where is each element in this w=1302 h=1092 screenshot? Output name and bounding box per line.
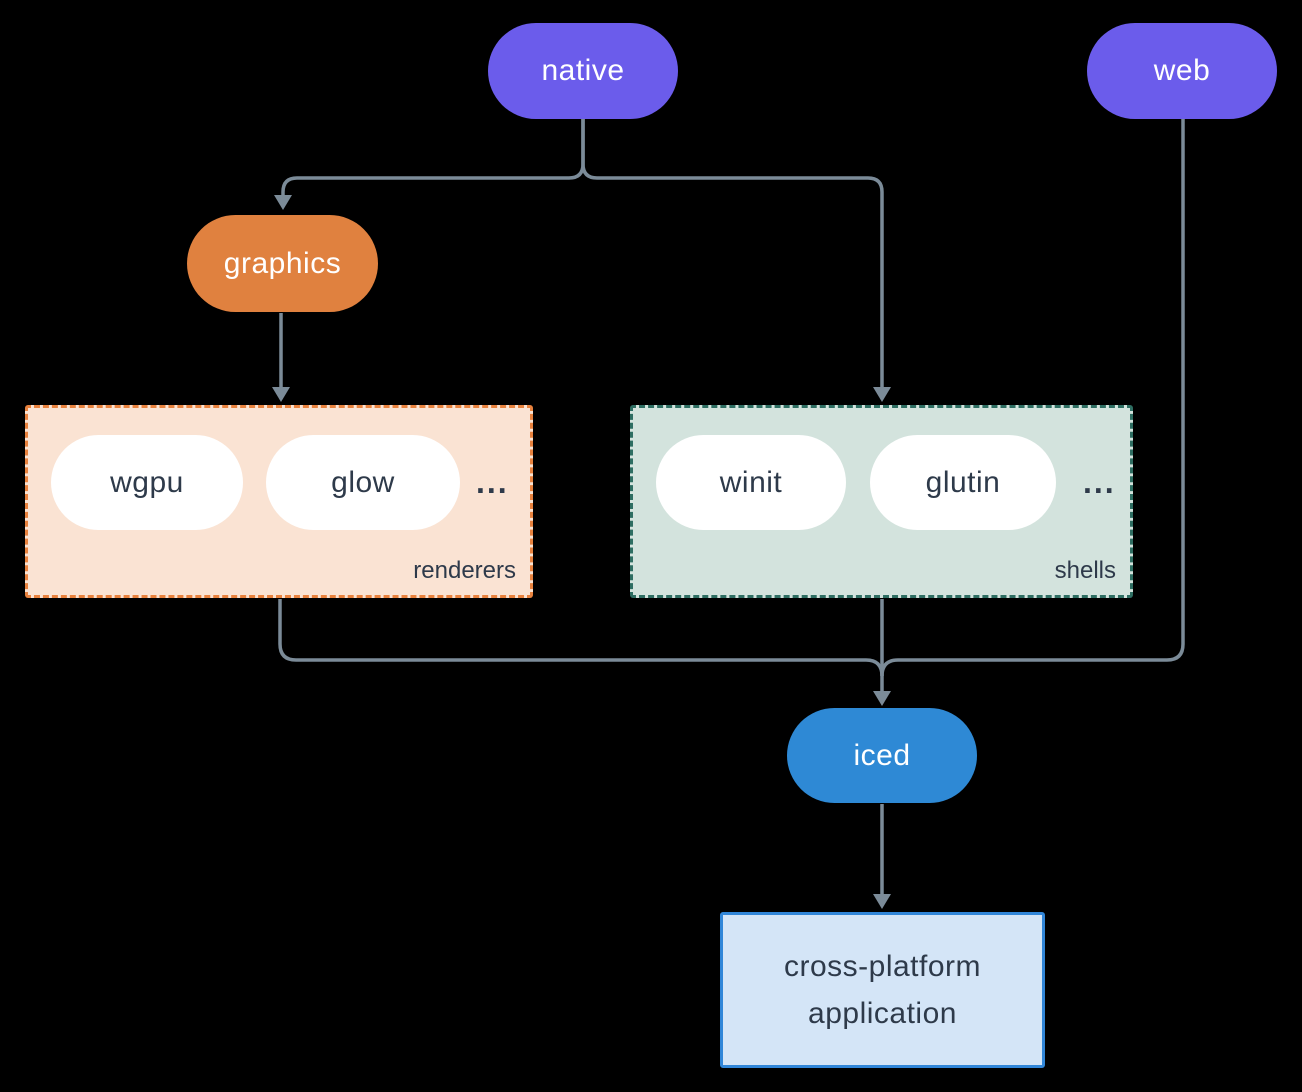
edge-renderers-iced: [278, 599, 884, 677]
arrowhead-iced: [873, 691, 891, 706]
group-shells: winit glutin ... shells: [630, 405, 1133, 598]
node-winit: winit: [656, 435, 846, 530]
node-native-label: native: [541, 54, 625, 87]
application-label-line1: cross-platform: [783, 950, 982, 983]
renderers-ellipsis: ...: [476, 464, 509, 500]
renderers-group-label: renderers: [413, 557, 516, 584]
node-web-label: web: [1153, 54, 1211, 87]
arrowhead-renderers: [272, 387, 290, 402]
node-glow-label: glow: [331, 465, 395, 499]
arrowhead-application: [873, 894, 891, 909]
node-graphics: graphics: [187, 215, 378, 312]
node-glutin-label: glutin: [925, 465, 1001, 499]
node-web: web: [1087, 23, 1277, 119]
shells-ellipsis: ...: [1083, 464, 1116, 500]
node-native: native: [488, 23, 678, 119]
node-glutin: glutin: [870, 435, 1056, 530]
arrowhead-shells: [873, 387, 891, 402]
node-graphics-label: graphics: [223, 246, 342, 280]
node-cross-platform-application: cross-platform application: [720, 912, 1045, 1068]
edge-native-graphics: [281, 119, 585, 196]
arrowhead-graphics: [274, 195, 292, 210]
edge-native-shells: [581, 119, 884, 388]
group-renderers: wgpu glow ... renderers: [25, 405, 533, 598]
application-label-line2: application: [808, 997, 957, 1030]
node-glow: glow: [266, 435, 460, 530]
node-wgpu-label: wgpu: [110, 465, 184, 499]
node-iced-label: iced: [853, 738, 911, 772]
node-iced: iced: [787, 708, 977, 803]
node-winit-label: winit: [719, 465, 783, 499]
node-wgpu: wgpu: [51, 435, 243, 530]
shells-group-label: shells: [1054, 557, 1116, 584]
